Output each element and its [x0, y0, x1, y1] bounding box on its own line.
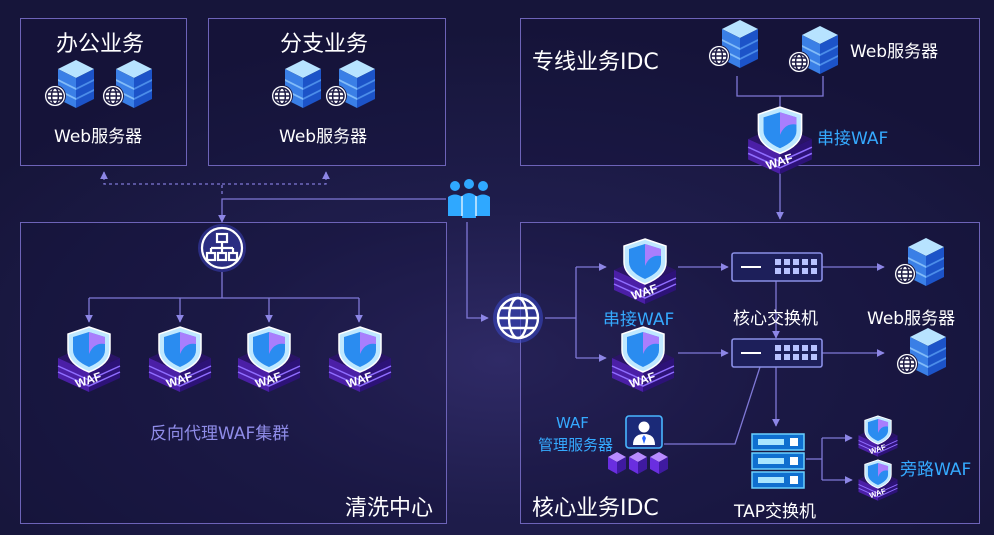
- branch-server-label: Web服务器: [279, 127, 368, 147]
- scrubbing-panel-title: 清洗中心: [345, 496, 434, 521]
- waf-cluster-label: 反向代理WAF集群: [150, 424, 290, 444]
- users-to-globe-link: [466, 222, 489, 322]
- branch-link: [222, 171, 330, 185]
- office-server-label: Web服务器: [54, 127, 143, 147]
- core-switch-label: 核心交换机: [733, 309, 818, 329]
- core-server-label: Web服务器: [867, 309, 956, 329]
- branch-panel-title: 分支业务: [280, 32, 369, 57]
- dedicated-idc-title: 专线业务IDC: [532, 50, 659, 75]
- users-to-hierarchy-link: [218, 198, 446, 223]
- bypass-waf-label: 旁路WAF: [900, 460, 972, 480]
- tap-switch-label: TAP交换机: [734, 502, 816, 522]
- mgmt-server-label-line1: WAF: [556, 414, 589, 432]
- office-panel-title: 办公业务: [56, 32, 145, 57]
- dedicated-inline-waf-label: 串接WAF: [817, 129, 889, 149]
- core-inline-waf-label: 串接WAF: [603, 310, 675, 330]
- dedicated-server-label: Web服务器: [850, 42, 939, 62]
- mgmt-server-label-line2: 管理服务器: [538, 436, 614, 454]
- core-idc-title: 核心业务IDC: [532, 496, 659, 521]
- office-link: [100, 171, 223, 194]
